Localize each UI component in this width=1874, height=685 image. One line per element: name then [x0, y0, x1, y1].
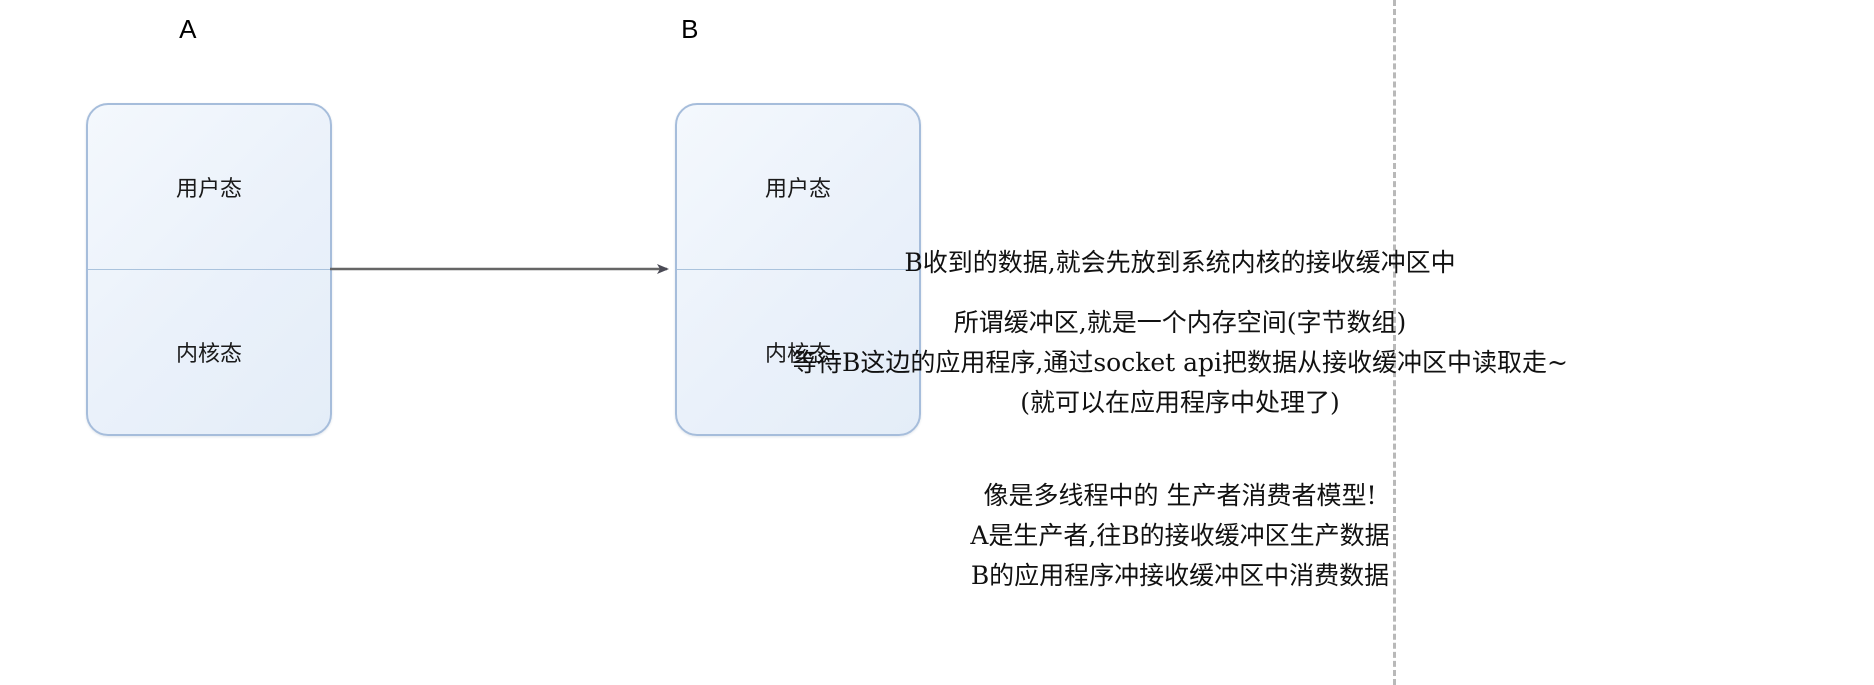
- host-a-kernel-mode-section: 内核态: [88, 270, 330, 435]
- host-a-user-mode-section: 用户态: [88, 105, 330, 270]
- note-line: 所谓缓冲区,就是一个内存空间(字节数组): [953, 308, 1407, 337]
- note-group-1: B收到的数据,就会先放到系统内核的接收缓冲区中: [780, 243, 1580, 283]
- note-group-2: 所谓缓冲区,就是一个内存空间(字节数组) 等待B这边的应用程序,通过socket…: [700, 303, 1660, 423]
- host-b-kernel-mode-section: 内核态: [677, 270, 919, 435]
- host-a-title: A: [179, 14, 197, 44]
- note-line: 像是多线程中的 生产者消费者模型!: [983, 481, 1377, 510]
- host-b-user-mode-label: 用户态: [764, 176, 831, 202]
- note-line: 等待B这边的应用程序,通过socket api把数据从接收缓冲区中读取走~: [792, 348, 1568, 377]
- host-a-box: 用户态 内核态: [86, 103, 332, 436]
- host-b-box: 用户态 内核态: [675, 103, 921, 436]
- a-to-b-arrow: [330, 264, 669, 274]
- host-a-user-mode-label: 用户态: [175, 176, 242, 202]
- host-b-user-mode-section: 用户态: [677, 105, 919, 270]
- vertical-dashed-guide: [1393, 0, 1396, 685]
- note-group-3: 像是多线程中的 生产者消费者模型! A是生产者,往B的接收缓冲区生产数据 B的应…: [780, 476, 1580, 596]
- host-a-kernel-mode-label: 内核态: [175, 341, 242, 367]
- host-b-kernel-mode-label: 内核态: [764, 341, 831, 367]
- note-line: B的应用程序冲接收缓冲区中消费数据: [970, 561, 1390, 590]
- note-line: (就可以在应用程序中处理了): [1020, 388, 1340, 417]
- host-b-title: B: [681, 14, 699, 44]
- note-line: B收到的数据,就会先放到系统内核的接收缓冲区中: [904, 248, 1456, 277]
- note-line: A是生产者,往B的接收缓冲区生产数据: [970, 521, 1390, 550]
